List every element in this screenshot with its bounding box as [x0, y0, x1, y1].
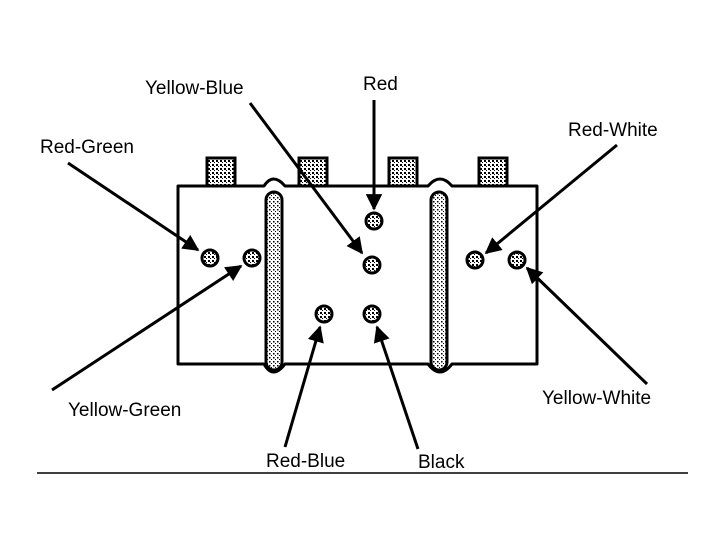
separator-slot-right [429, 190, 449, 372]
pin-yellow-white [507, 250, 527, 270]
arrow-red-white [484, 143, 618, 255]
pin-red [364, 211, 384, 231]
label-black: Black [418, 452, 465, 473]
label-red-green: Red-Green [40, 137, 134, 158]
label-red-white: Red-White [568, 120, 658, 141]
terminal-tab [205, 156, 237, 188]
switch-body [176, 177, 539, 374]
pin-yellow-blue [362, 255, 382, 275]
leader-arrows [51, 100, 649, 450]
pin-red-white [465, 250, 485, 270]
arrow-yellow-white [525, 266, 649, 386]
pin-yellow-green [242, 248, 262, 268]
arrow-yellow-blue [248, 102, 364, 255]
separator-slot-left [264, 190, 284, 372]
label-red: Red [363, 74, 398, 95]
arrow-black [373, 325, 420, 450]
terminal-tab [477, 156, 509, 188]
label-red-blue: Red-Blue [266, 451, 345, 472]
terminal-pins [200, 211, 527, 324]
arrow-red-green [67, 161, 200, 252]
terminal-tab [387, 156, 419, 188]
pin-red-blue [314, 304, 334, 324]
pin-red-green [200, 248, 220, 268]
arrow-red-blue [283, 325, 324, 448]
pin-black [362, 304, 382, 324]
terminal-tabs [205, 156, 509, 188]
label-yellow-white: Yellow-White [542, 388, 651, 409]
arrow-yellow-green [51, 264, 243, 392]
label-yellow-green: Yellow-Green [68, 400, 181, 421]
label-yellow-blue: Yellow-Blue [145, 78, 244, 99]
